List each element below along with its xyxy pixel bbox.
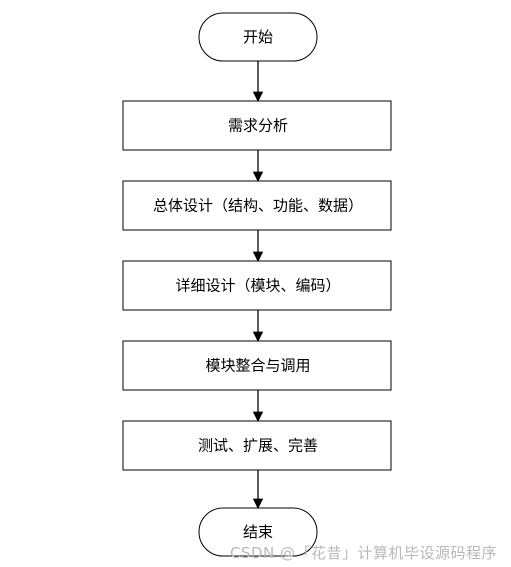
node-label: 开始 (243, 28, 273, 46)
node-end: 结束 (198, 507, 318, 557)
node-requirements: 需求分析 (122, 100, 392, 151)
node-detailed-design: 详细设计（模块、编码） (122, 260, 392, 311)
process-box (122, 180, 392, 231)
node-label: 需求分析 (228, 117, 288, 135)
terminal-shape (198, 12, 318, 62)
process-box (122, 100, 392, 151)
watermark-text: CSDN @「花昔」计算机毕设源码程序 (229, 544, 497, 562)
node-label: 结束 (243, 523, 273, 541)
node-testing: 测试、扩展、完善 (122, 420, 392, 471)
node-start: 开始 (198, 12, 318, 62)
node-integration: 模块整合与调用 (122, 340, 392, 391)
node-label: 总体设计（结构、功能、数据） (153, 197, 363, 215)
process-box (122, 420, 392, 471)
process-box (122, 260, 392, 311)
process-box (122, 340, 392, 391)
node-overall-design: 总体设计（结构、功能、数据） (122, 180, 392, 231)
terminal-shape (198, 507, 318, 557)
node-label: 详细设计（模块、编码） (175, 277, 340, 295)
node-label: 模块整合与调用 (205, 357, 310, 375)
node-label: 测试、扩展、完善 (198, 437, 318, 455)
